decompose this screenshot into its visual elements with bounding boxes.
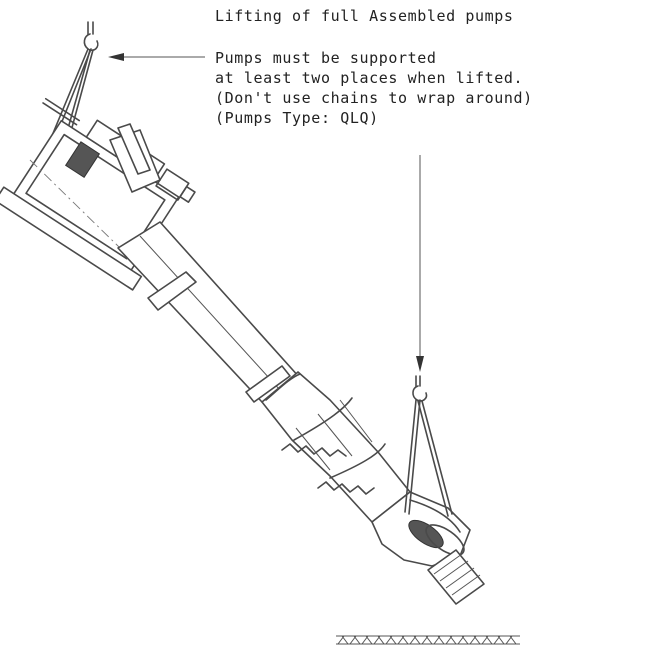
- note-line-1: Pumps must be supported: [215, 49, 437, 67]
- note-line-2: at least two places when lifted.: [215, 69, 524, 87]
- note-line-4: (Pumps Type: QLQ): [215, 109, 379, 127]
- ground-symbol: [336, 635, 520, 645]
- column-pipe: [117, 221, 301, 403]
- hook-icon: [412, 375, 428, 402]
- diagram-title: Lifting of full Assembled pumps: [215, 7, 514, 25]
- arrow-to-bottom-hook: [416, 155, 424, 372]
- arrow-to-top-hook: [108, 53, 205, 61]
- pump-discharge-nozzle: [109, 123, 161, 193]
- note-line-3: (Don't use chains to wrap around): [215, 89, 533, 107]
- lower-slings: [404, 399, 453, 517]
- bowl-assembly: [261, 371, 411, 523]
- hook-icon: [83, 21, 99, 52]
- suction-bell: [371, 491, 485, 605]
